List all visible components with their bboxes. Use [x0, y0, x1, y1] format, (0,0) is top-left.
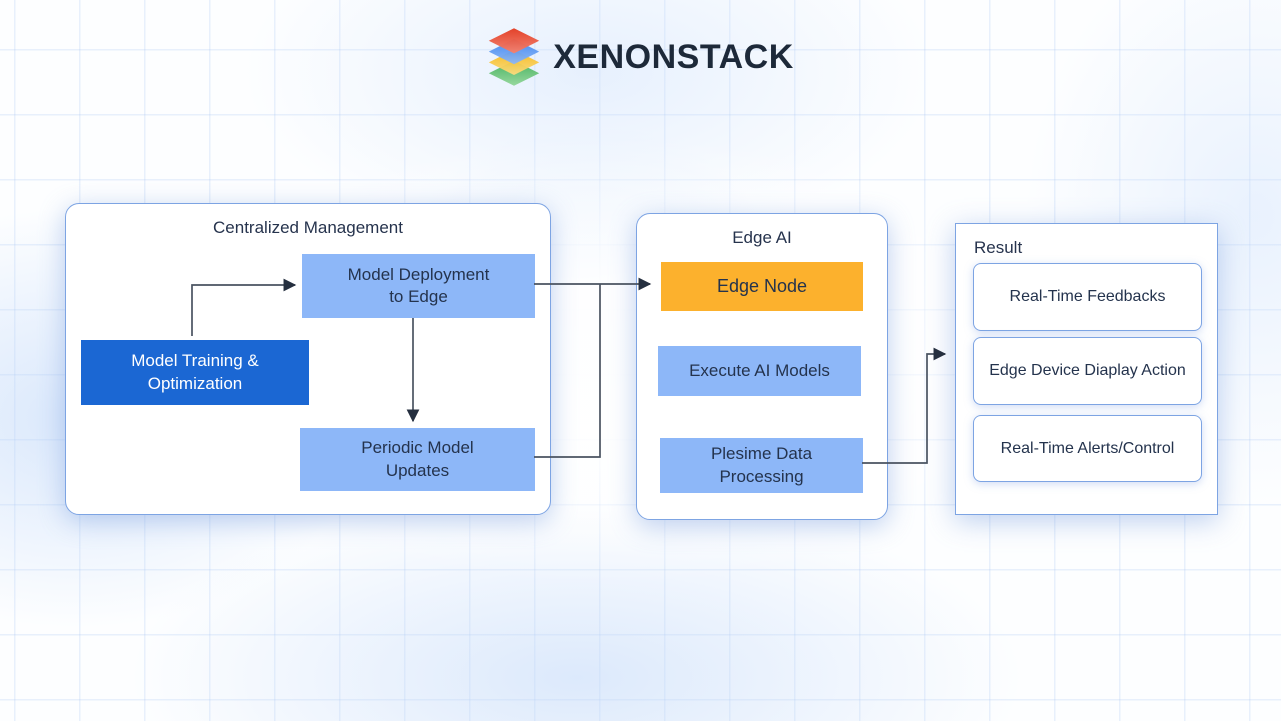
brand-header: XENONSTACK	[0, 26, 1281, 88]
node-periodic-updates: Periodic Model Updates	[300, 428, 535, 491]
layer-stack-icon	[489, 28, 540, 86]
node-model-training: Model Training & Optimization	[81, 340, 309, 405]
group-centralized-management: Centralized Management Model Deployment …	[65, 203, 551, 515]
node-plesime-data-processing: Plesime Data Processing	[660, 438, 863, 493]
card-real-time-alerts-control: Real-Time Alerts/Control	[973, 415, 1202, 482]
brand-name: XENONSTACK	[553, 37, 794, 76]
group-title: Centralized Management	[213, 218, 403, 237]
node-edge-node: Edge Node	[661, 262, 863, 311]
group-title: Result	[974, 238, 1023, 257]
card-real-time-feedbacks: Real-Time Feedbacks	[973, 263, 1202, 331]
node-execute-ai-models: Execute AI Models	[658, 346, 861, 396]
node-model-deployment: Model Deployment to Edge	[302, 254, 535, 318]
group-result: Result Real-Time Feedbacks Edge Device D…	[955, 223, 1218, 515]
card-edge-device-diaplay-action: Edge Device Diaplay Action	[973, 337, 1202, 405]
group-edge-ai: Edge AI Edge Node Execute AI Models Ples…	[636, 213, 888, 520]
group-title: Edge AI	[732, 228, 792, 247]
